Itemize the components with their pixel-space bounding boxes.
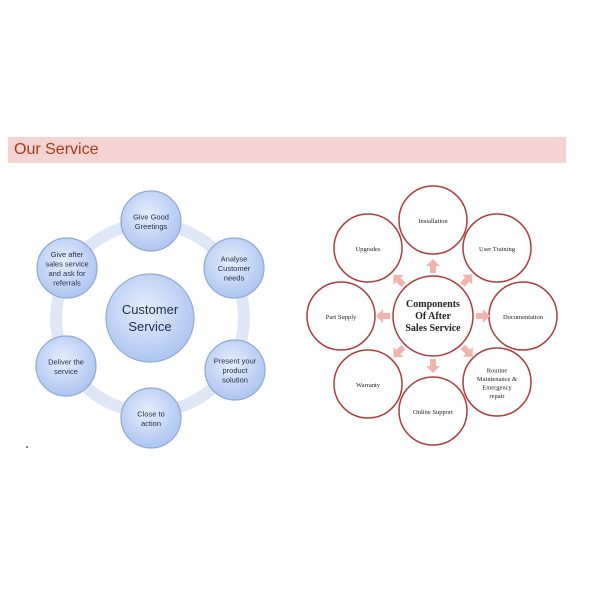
after-sales-node-text: Maintenance & xyxy=(477,376,517,383)
after-sales-node-text: Online Support xyxy=(413,409,453,416)
cycle-node-circle xyxy=(203,237,265,299)
cycle-node-circle xyxy=(204,339,266,401)
after-sales-node: User Training xyxy=(462,213,532,283)
after-sales-node-circle xyxy=(333,349,403,419)
cycle-node-text: Give Good xyxy=(133,212,169,221)
after-sales-node-text: Part Supply xyxy=(326,314,357,321)
cycle-node-text: action xyxy=(141,419,161,428)
arrow-icon xyxy=(426,259,440,273)
cycle-node-text: Customer xyxy=(218,264,251,273)
after-sales-center-line-2: Of After xyxy=(415,311,451,322)
after-sales-node-text: Routine xyxy=(487,367,508,374)
cycle-node-circle xyxy=(120,387,182,449)
after-sales-node: Documentation xyxy=(488,281,558,351)
after-sales-node-text: repair xyxy=(489,393,505,400)
cycle-node-text: solution xyxy=(222,376,248,385)
after-sales-node: Part Supply xyxy=(306,281,376,351)
after-sales-node-text: Upgrades xyxy=(356,246,381,253)
cycle-node-text: needs xyxy=(224,274,245,283)
arrow-icon xyxy=(426,359,440,373)
cycle-center-line-1: Customer xyxy=(122,302,179,317)
cycle-node-circle xyxy=(120,190,182,252)
cycle-node-text: Present your xyxy=(214,357,257,366)
after-sales-node-text: Warranty xyxy=(356,382,381,389)
cycle-node-circle xyxy=(35,335,97,397)
after-sales-center-node: Components Of After Sales Service xyxy=(392,275,474,357)
after-sales-node-circle xyxy=(462,213,532,283)
after-sales-node-circle xyxy=(398,185,468,255)
arrow-icon xyxy=(460,274,473,287)
after-sales-node-text: Documentation xyxy=(503,314,544,321)
after-sales-node: Installation xyxy=(398,185,468,255)
after-sales-center-line-3: Sales Service xyxy=(405,323,461,334)
after-sales-node-circle xyxy=(333,213,403,283)
after-sales-node-text: Installation xyxy=(418,218,448,225)
after-sales-node-text: Emergency xyxy=(482,384,512,391)
customer-service-cycle-diagram: Give GoodGreetingsAnalyseCustomerneedsPr… xyxy=(35,190,266,449)
stray-dot xyxy=(26,446,28,448)
cycle-node-text: Close to xyxy=(137,409,165,418)
cycle-center-node: Customer Service xyxy=(105,273,195,363)
cycle-node-text: Deliver the xyxy=(48,357,84,366)
cycle-node-text: sales service xyxy=(45,259,88,268)
cycle-center-line-2: Service xyxy=(128,319,171,334)
section-title: Our Service xyxy=(14,141,99,158)
cycle-node-circle xyxy=(36,237,98,299)
after-sales-node: Warranty xyxy=(333,349,403,419)
cycle-node-text: Greetings xyxy=(135,222,168,231)
after-sales-node-circle xyxy=(462,347,532,417)
cycle-node-text: product xyxy=(222,366,248,375)
after-sales-node-text: User Training xyxy=(479,246,516,253)
cycle-node-text: referrals xyxy=(53,278,81,287)
arrow-icon xyxy=(460,344,473,357)
cycle-node-text: service xyxy=(54,367,78,376)
after-sales-center-line-1: Components xyxy=(406,299,460,310)
arrow-icon xyxy=(476,309,490,323)
after-sales-node: Online Support xyxy=(398,376,468,446)
cycle-node-text: and ask for xyxy=(48,269,86,278)
after-sales-node-circle xyxy=(306,281,376,351)
cycle-node-text: Give after xyxy=(51,250,84,259)
section-banner: Our Service xyxy=(8,137,566,163)
after-sales-node: Upgrades xyxy=(333,213,403,283)
arrow-icon xyxy=(376,309,390,323)
arrow-icon xyxy=(393,274,406,287)
after-sales-node-circle xyxy=(398,376,468,446)
arrow-icon xyxy=(393,345,406,358)
cycle-node-text: Analyse xyxy=(221,255,248,264)
